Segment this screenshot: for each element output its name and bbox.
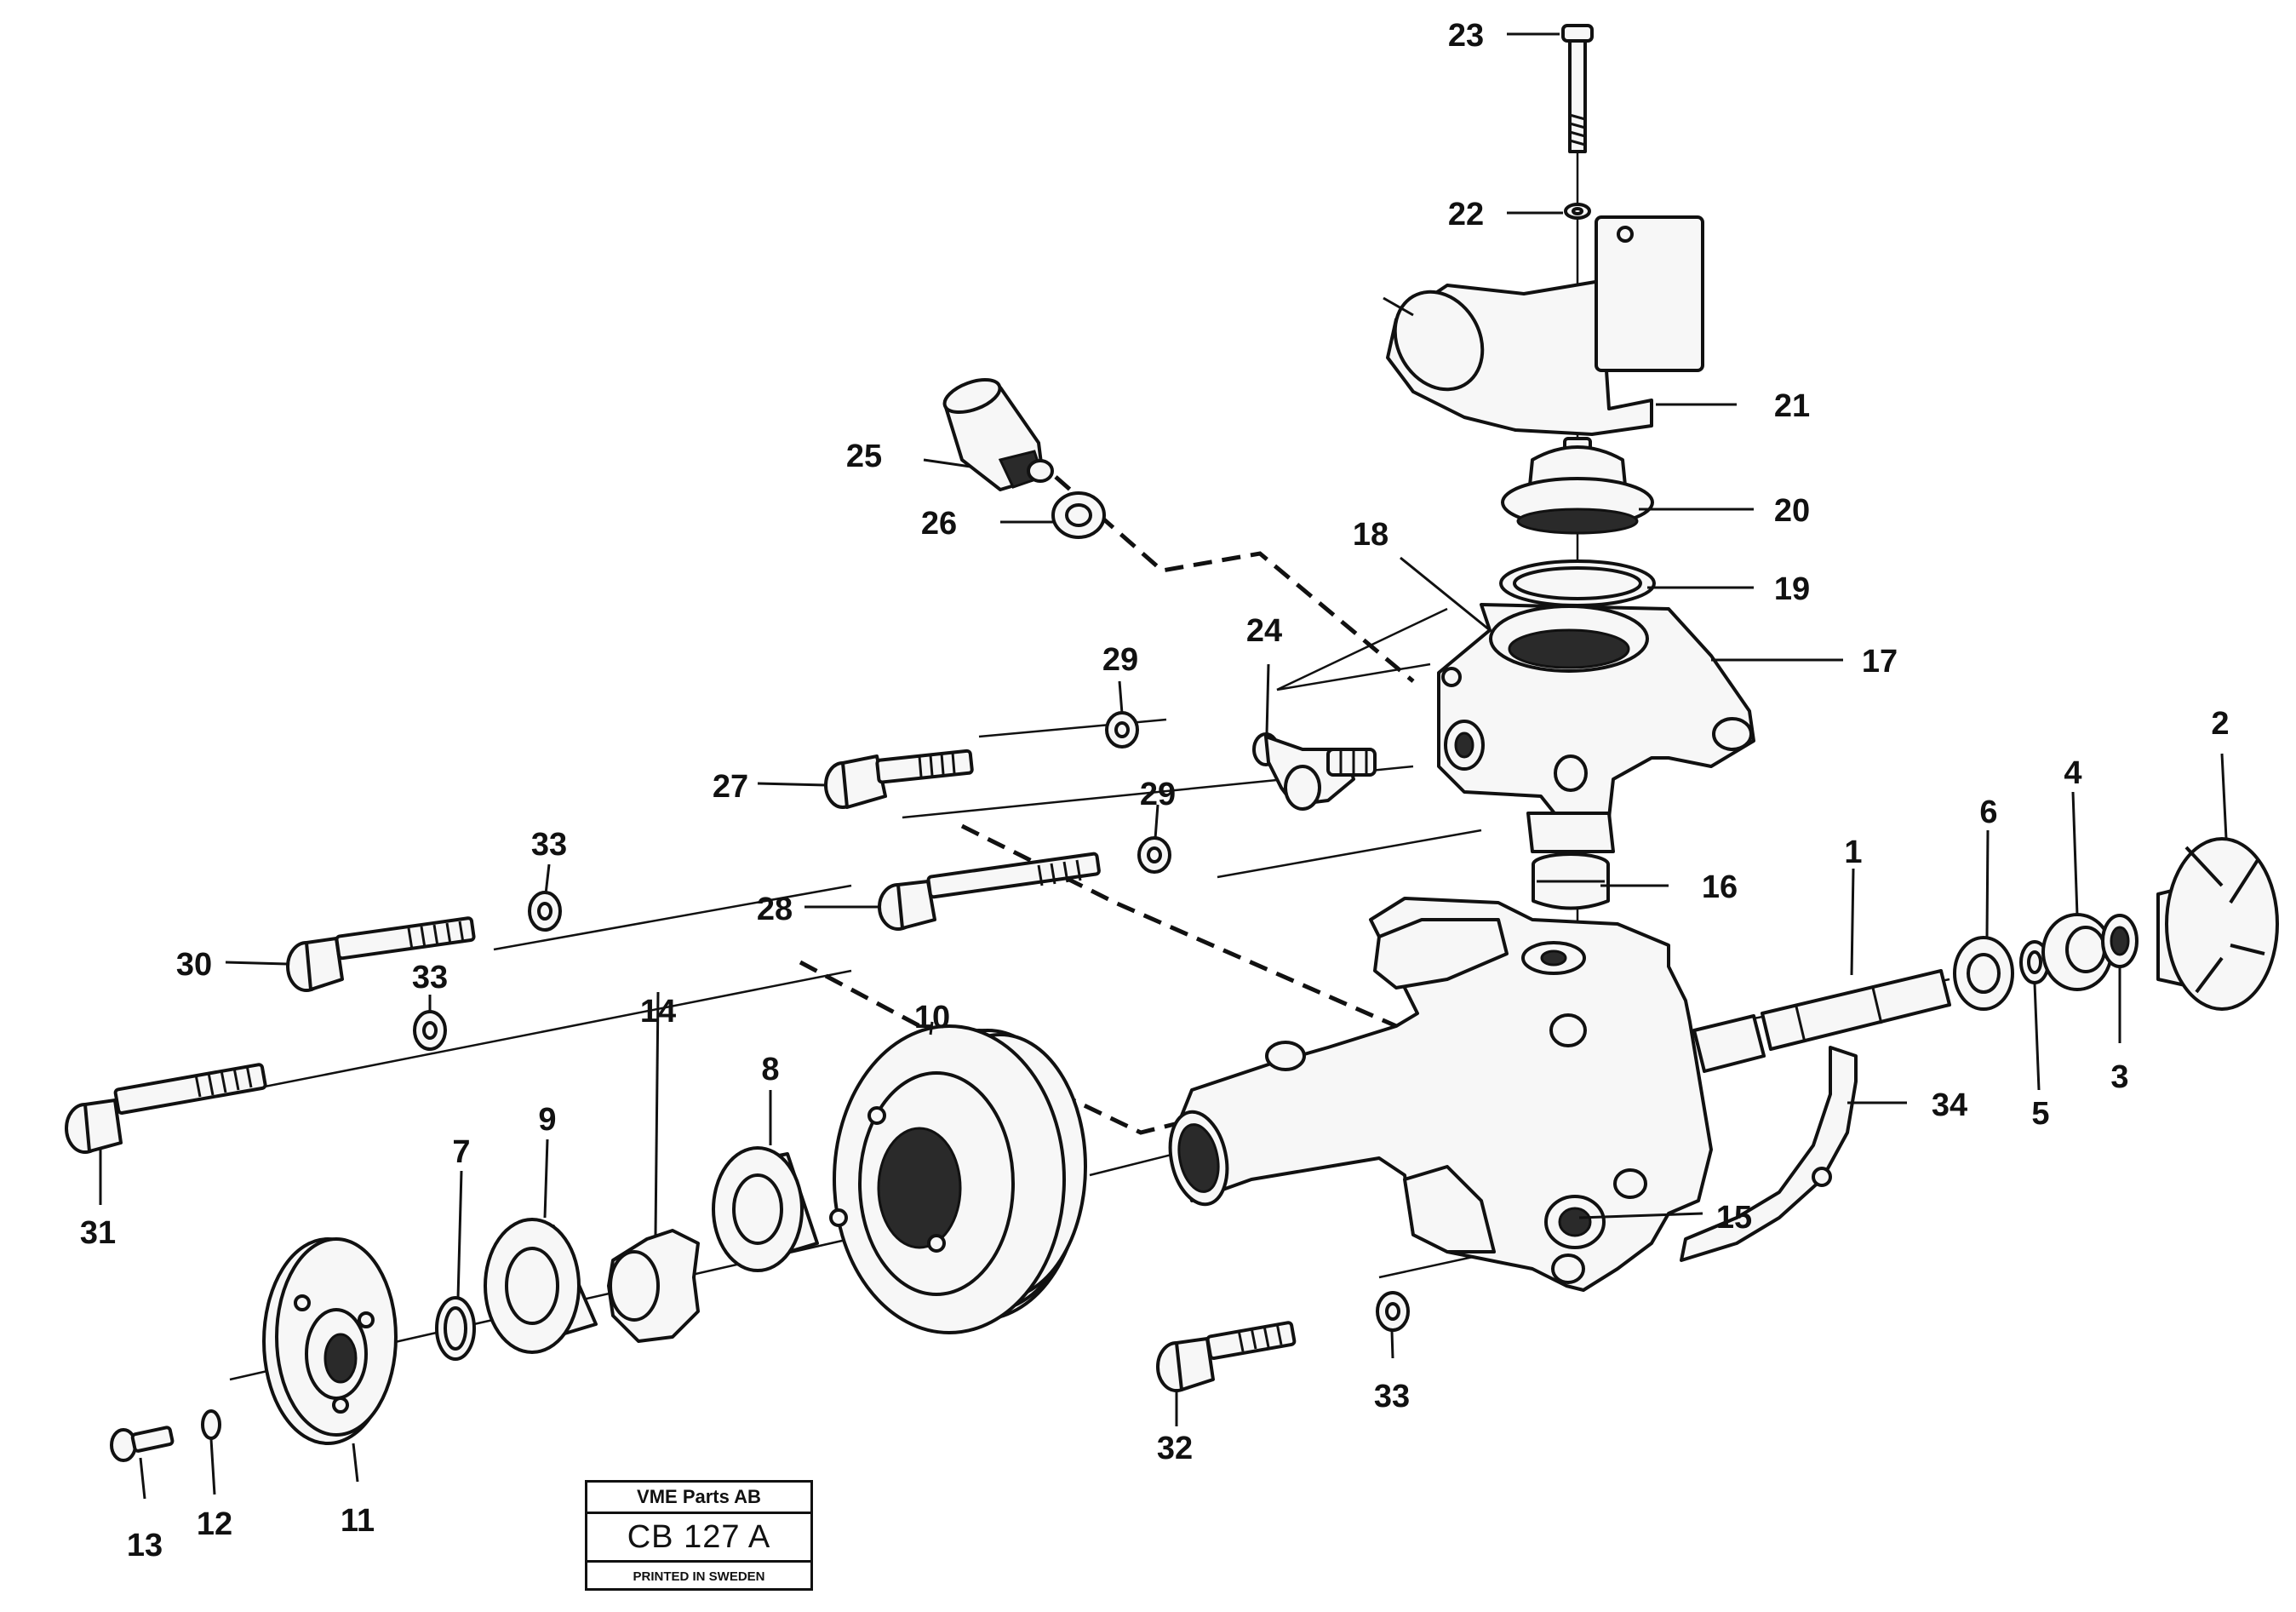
label-part-18: 18 (1353, 517, 1388, 553)
label-part-33c: 33 (1374, 1379, 1410, 1414)
label-part-8: 8 (761, 1052, 779, 1087)
label-part-19: 19 (1774, 571, 1810, 607)
label-part-4: 4 (2064, 755, 2081, 791)
pulley-10 (829, 1024, 1087, 1334)
label-part-22: 22 (1448, 197, 1484, 232)
label-part-14: 14 (640, 994, 676, 1030)
label-part-20: 20 (1774, 493, 1810, 529)
gasket-34 (1680, 1046, 1858, 1262)
washer-29a (1105, 711, 1139, 749)
label-part-29a: 29 (1102, 642, 1138, 678)
label-part-15: 15 (1716, 1200, 1752, 1236)
washer-26 (1051, 491, 1106, 539)
sender-25 (942, 377, 1054, 491)
leader-lines (99, 32, 2228, 1500)
thermostat-cover-21 (1383, 215, 1704, 436)
washer-33c (1376, 1291, 1410, 1332)
thermostat-housing-17 (1437, 603, 1755, 853)
bolt-28 (878, 852, 1101, 931)
shaft-1 (1692, 969, 1951, 1073)
label-part-28: 28 (757, 892, 793, 927)
bolt-23 (1561, 24, 1594, 153)
label-part-32: 32 (1157, 1431, 1193, 1466)
label-part-26: 26 (921, 506, 957, 542)
label-part-23: 23 (1448, 18, 1484, 54)
hub-flange-11 (262, 1237, 398, 1445)
label-part-31: 31 (80, 1215, 116, 1251)
label-part-33b: 33 (412, 960, 448, 995)
label-part-2: 2 (2211, 706, 2229, 742)
bearing-9 (484, 1218, 598, 1354)
bearing-6 (1953, 936, 2014, 1011)
label-part-1: 1 (1844, 835, 1862, 870)
sleeve-16 (1532, 852, 1610, 910)
washer-33a (528, 891, 562, 932)
label-part-17: 17 (1862, 644, 1898, 680)
label-part-12: 12 (197, 1506, 232, 1542)
washer-29b (1137, 836, 1171, 874)
washer-33b (413, 1010, 447, 1051)
washer-12 (201, 1409, 221, 1440)
label-part-13: 13 (127, 1528, 163, 1563)
label-part-6: 6 (1979, 795, 1997, 830)
bolt-13 (110, 1426, 175, 1462)
washer-3 (2101, 914, 2139, 968)
bolt-27 (824, 749, 974, 809)
label-part-27: 27 (713, 769, 748, 805)
label-part-7: 7 (452, 1134, 470, 1170)
label-part-3: 3 (2110, 1059, 2128, 1095)
publisher-stamp: VME Parts AB CB 127 A PRINTED IN SWEDEN (585, 1480, 813, 1591)
impeller-2 (2156, 837, 2279, 1011)
pump-housing (1168, 897, 1713, 1292)
bolt-32 (1156, 1321, 1297, 1392)
bolt-31 (65, 1063, 267, 1154)
label-part-5: 5 (2031, 1096, 2049, 1132)
label-part-25: 25 (846, 439, 882, 474)
stamp-company: VME Parts AB (587, 1483, 810, 1514)
label-part-24: 24 (1246, 613, 1282, 649)
label-part-11: 11 (341, 1503, 375, 1539)
thermostat-20 (1501, 437, 1654, 535)
label-part-30: 30 (176, 947, 212, 983)
label-part-16: 16 (1702, 869, 1738, 905)
bearing-8 (712, 1146, 819, 1272)
elbow-nipple-24 (1252, 732, 1377, 811)
label-part-9: 9 (538, 1102, 556, 1138)
washer-22 (1564, 203, 1591, 220)
seal-ring-19 (1499, 559, 1656, 607)
stamp-printed: PRINTED IN SWEDEN (633, 1569, 765, 1584)
label-part-29b: 29 (1140, 777, 1176, 812)
label-part-10: 10 (914, 1000, 950, 1035)
circlip-7 (435, 1296, 476, 1361)
stamp-code: CB 127 A (587, 1514, 810, 1563)
label-part-33a: 33 (531, 827, 567, 863)
spacer-14 (607, 1229, 700, 1343)
part-number-labels: 23 22 21 20 19 18 17 16 25 26 24 29 27 2… (80, 18, 2230, 1563)
label-part-34: 34 (1932, 1087, 1967, 1123)
bolt-30 (286, 916, 476, 992)
seal-4 (2041, 913, 2113, 991)
label-part-21: 21 (1774, 388, 1810, 424)
